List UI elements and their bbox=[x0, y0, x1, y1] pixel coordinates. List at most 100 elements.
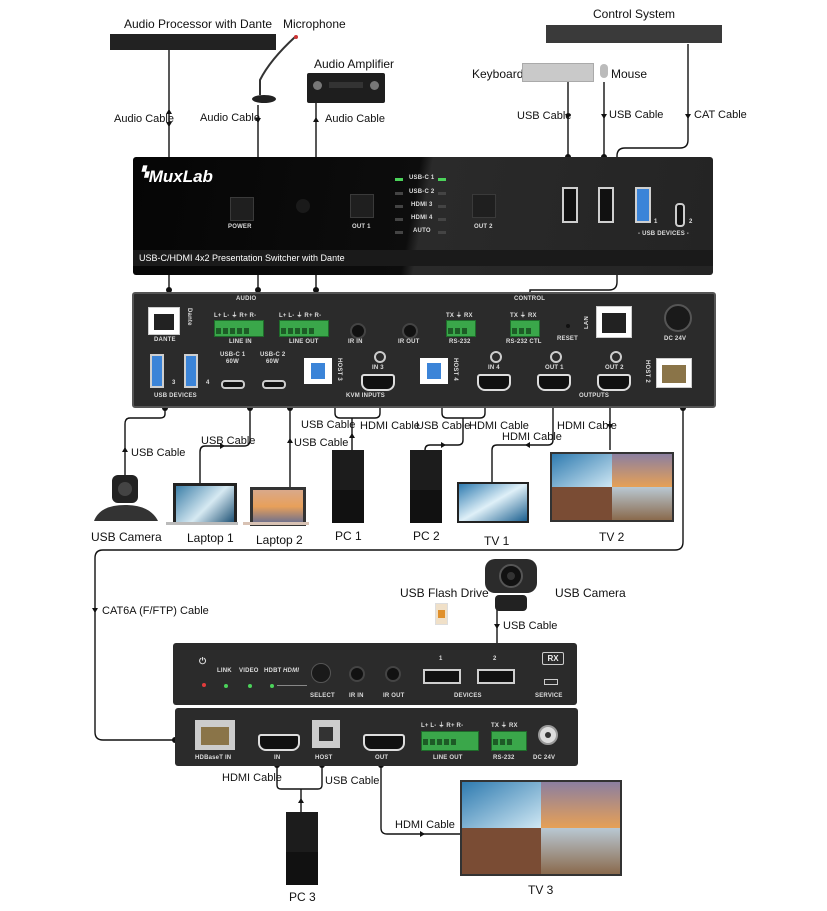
usb-camera-2-label: USB Camera bbox=[555, 586, 626, 600]
host4-label: HOST 4 bbox=[452, 358, 458, 381]
hdmi-out-port[interactable] bbox=[363, 734, 405, 751]
led bbox=[438, 218, 446, 221]
usb-device-port-4[interactable] bbox=[184, 354, 198, 388]
led bbox=[395, 231, 403, 234]
line-in-label: LINE IN bbox=[229, 339, 252, 345]
hdmi-in4-port[interactable] bbox=[477, 374, 511, 391]
rx-rs232-terminal[interactable] bbox=[491, 731, 527, 751]
hdmi-in3-port[interactable] bbox=[361, 374, 395, 391]
rs232-terminal[interactable] bbox=[446, 320, 476, 337]
control-system-device bbox=[546, 25, 722, 43]
hdbt-led bbox=[270, 684, 274, 688]
ir-in-jack[interactable] bbox=[350, 323, 366, 339]
ir-in-label: IR IN bbox=[349, 693, 364, 699]
service-port[interactable] bbox=[544, 679, 558, 685]
laptop1-label: Laptop 1 bbox=[187, 531, 234, 545]
wire-tv1 bbox=[491, 403, 554, 485]
dante-label: DANTE bbox=[154, 337, 176, 343]
dante-logo: Dante bbox=[186, 308, 192, 326]
cable-label: USB Cable bbox=[416, 420, 471, 432]
host-usbb-port[interactable] bbox=[312, 720, 340, 748]
microphone-icon bbox=[252, 35, 298, 103]
usb-flash-drive-label: USB Flash Drive bbox=[400, 586, 489, 600]
cable-label: Audio Cable bbox=[200, 112, 260, 124]
in4-label: IN 4 bbox=[488, 365, 500, 371]
power-button[interactable] bbox=[230, 197, 254, 221]
hdbaset-in-port[interactable] bbox=[195, 720, 235, 750]
host2-hdbaset-port[interactable] bbox=[656, 358, 692, 388]
terminal-label: L+ L- ⏚ R+ R- bbox=[214, 313, 257, 319]
dante-port[interactable] bbox=[148, 307, 180, 335]
input-label: HDMI 4 bbox=[411, 215, 433, 221]
cable-label: USB Cable bbox=[609, 109, 664, 121]
line-out-label: LINE OUT bbox=[289, 339, 319, 345]
screw-ring bbox=[490, 351, 502, 363]
host4-usbb-port[interactable] bbox=[420, 358, 448, 384]
screw-ring bbox=[374, 351, 386, 363]
usb-device-port-3[interactable] bbox=[150, 354, 164, 388]
host3-usbb-port[interactable] bbox=[304, 358, 332, 384]
tv1-label: TV 1 bbox=[484, 534, 510, 548]
laptop1-icon bbox=[173, 483, 237, 525]
tv2-icon bbox=[550, 452, 674, 522]
hdmi-out1-port[interactable] bbox=[537, 374, 571, 391]
lan-port[interactable] bbox=[596, 306, 632, 338]
out2-button[interactable] bbox=[472, 194, 496, 218]
ir-out-jack[interactable] bbox=[385, 666, 401, 682]
reset-button[interactable] bbox=[566, 324, 570, 328]
microphone-label: Microphone bbox=[283, 17, 346, 31]
link-label: LINK bbox=[217, 668, 232, 674]
port-number: 2 bbox=[689, 219, 693, 225]
usbc2-label: USB-C 2 bbox=[260, 352, 286, 358]
keyboard-label: Keyboard bbox=[472, 67, 524, 81]
audio-processor-label: Audio Processor with Dante bbox=[124, 17, 273, 31]
out1-label: OUT 1 bbox=[352, 224, 371, 230]
outputs-label: OUTPUTS bbox=[579, 393, 610, 399]
out-label: OUT bbox=[375, 755, 389, 761]
out2-label: OUT 2 bbox=[605, 365, 624, 371]
dc-power-port[interactable] bbox=[538, 725, 558, 745]
ir-out-label: IR OUT bbox=[383, 693, 405, 699]
rx-line-out-terminal[interactable] bbox=[421, 731, 479, 751]
video-label: VIDEO bbox=[239, 668, 259, 674]
usbc1-watt: 60W bbox=[226, 359, 239, 365]
usb-keyboard-port[interactable] bbox=[562, 187, 578, 223]
rx-front-panel: ⏻ LINK VIDEO HDBT HDMI SELECT IR IN IR O… bbox=[173, 643, 577, 705]
pc1-tower-icon bbox=[332, 450, 364, 523]
reset-label: RESET bbox=[557, 336, 579, 342]
select-label: SELECT bbox=[310, 693, 335, 699]
ir-out-label: IR OUT bbox=[398, 339, 420, 345]
line-in-terminal[interactable] bbox=[214, 320, 264, 337]
rx-usb-device-port-1[interactable] bbox=[423, 669, 461, 684]
hdmi-in-port[interactable] bbox=[258, 734, 300, 751]
select-button[interactable] bbox=[311, 663, 331, 683]
wire-pc3-split bbox=[276, 765, 323, 790]
usbc2-port[interactable] bbox=[262, 380, 286, 389]
input-label: USB-C 2 bbox=[409, 189, 435, 195]
dc-power-port[interactable] bbox=[664, 304, 692, 332]
rs232-ctl-terminal[interactable] bbox=[510, 320, 540, 337]
ir-in-jack[interactable] bbox=[349, 666, 365, 682]
out1-label: OUT 1 bbox=[545, 365, 564, 371]
usb-mouse-port[interactable] bbox=[598, 187, 614, 223]
rx-rear-panel: HDBaseT IN IN HOST OUT L+ L- ⏚ R+ R- LIN… bbox=[175, 708, 578, 766]
usb-device-port-1[interactable] bbox=[635, 187, 651, 223]
cable-label: HDMI Cable bbox=[360, 420, 420, 432]
usbc-device-port-2[interactable] bbox=[675, 203, 685, 227]
devices-label: DEVICES bbox=[454, 693, 482, 699]
pc3-label: PC 3 bbox=[289, 890, 316, 904]
hdmi-out2-port[interactable] bbox=[597, 374, 631, 391]
cable-label: HDMI Cable bbox=[395, 819, 455, 831]
led-usbc1-right bbox=[438, 178, 446, 181]
usbc1-port[interactable] bbox=[221, 380, 245, 389]
rx-badge: RX bbox=[542, 652, 564, 665]
line-out-terminal[interactable] bbox=[279, 320, 329, 337]
host3-label: HOST 3 bbox=[336, 358, 342, 381]
rx-usb-device-port-2[interactable] bbox=[477, 669, 515, 684]
cable-label: USB Cable bbox=[294, 437, 349, 449]
ir-out-jack[interactable] bbox=[402, 323, 418, 339]
port-number: 1 bbox=[439, 656, 443, 662]
audio-amplifier-label: Audio Amplifier bbox=[314, 57, 395, 71]
switcher-front-panel: ▚MuxLab POWER OUT 1 USB-C 1 USB-C 2 HDMI… bbox=[133, 157, 713, 275]
out1-button[interactable] bbox=[350, 194, 374, 218]
